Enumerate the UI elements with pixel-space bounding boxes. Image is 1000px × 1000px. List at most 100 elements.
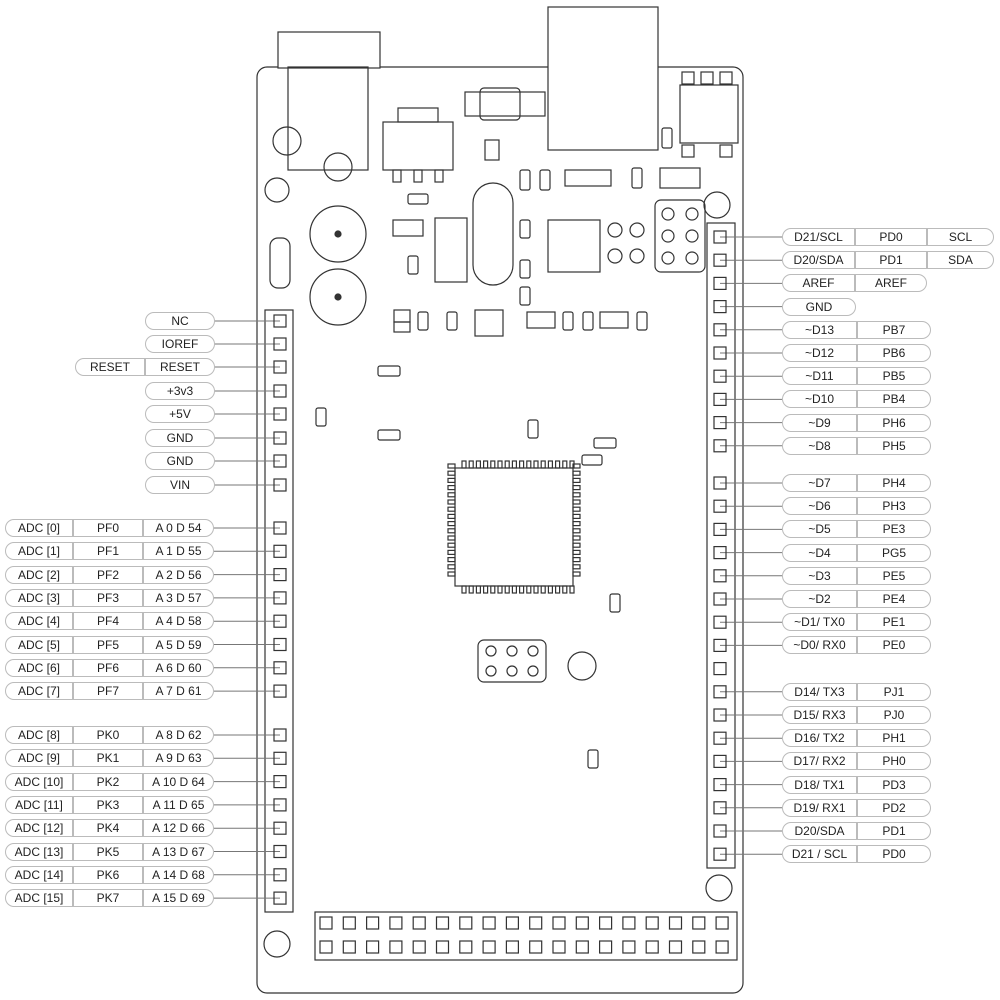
mcu-pin bbox=[572, 542, 581, 548]
pin-label-segment: PD0 bbox=[857, 845, 931, 864]
mcu-pin bbox=[447, 506, 456, 512]
left-header-pin bbox=[273, 407, 287, 421]
pin-label-segment: A 9 D 63 bbox=[143, 749, 214, 768]
header-pin bbox=[645, 916, 659, 930]
mcu-pin bbox=[540, 460, 546, 469]
pin-label-segment: A 1 D 55 bbox=[143, 542, 214, 561]
pin-label-segment: ADC [1] bbox=[5, 542, 73, 561]
mcu-pin bbox=[447, 470, 456, 476]
header-pin bbox=[389, 916, 403, 930]
left-header bbox=[264, 309, 294, 913]
pin-label-segment: A 7 D 61 bbox=[143, 682, 214, 701]
mcu-pin bbox=[511, 585, 518, 594]
mcu-pin bbox=[518, 585, 525, 594]
mcu-pin bbox=[475, 460, 481, 469]
pin-label-segment: PH0 bbox=[857, 752, 931, 771]
mcu-pin bbox=[562, 460, 568, 469]
header-pin bbox=[412, 916, 426, 930]
pin-label-segment: A 15 D 69 bbox=[143, 889, 214, 908]
mcu-pin bbox=[475, 585, 481, 594]
mcu-pin bbox=[572, 492, 581, 498]
right-header-pin bbox=[713, 346, 727, 360]
pin-label-segment: D20/SDA bbox=[782, 822, 857, 840]
pin-label-segment: GND bbox=[145, 452, 215, 470]
mcu-pin bbox=[572, 520, 581, 527]
header-pin bbox=[598, 916, 613, 930]
pin-label-segment: PJ0 bbox=[857, 706, 931, 724]
header-pin bbox=[598, 940, 613, 954]
left-pin-label: GND bbox=[145, 429, 215, 447]
right-header-pin bbox=[713, 731, 727, 745]
header-pin bbox=[622, 916, 636, 930]
mcu-pin bbox=[572, 556, 581, 563]
pin-label-segment: ~D6 bbox=[782, 497, 857, 516]
header-pin bbox=[529, 916, 543, 930]
microcontroller bbox=[454, 467, 574, 587]
pin-label-segment: +5V bbox=[145, 405, 215, 423]
mcu-pin bbox=[447, 485, 456, 491]
right-header-pin bbox=[713, 230, 727, 244]
mcu-pin bbox=[562, 585, 568, 594]
header-pin bbox=[435, 940, 450, 954]
mcu-pin bbox=[447, 492, 456, 498]
right-header-pin bbox=[713, 708, 727, 722]
pin-label-segment: ~D3 bbox=[782, 566, 857, 585]
mcu-pin bbox=[497, 585, 503, 594]
left-header-pin bbox=[273, 661, 287, 675]
icsp-header bbox=[477, 639, 547, 683]
capacitor bbox=[309, 268, 367, 326]
left-header-pin bbox=[273, 314, 287, 328]
mcu-pin bbox=[547, 585, 554, 594]
smd-components bbox=[315, 127, 701, 769]
mcu-pin bbox=[504, 585, 510, 594]
mcu-pin bbox=[526, 460, 532, 469]
header-pin bbox=[342, 940, 356, 954]
mcu-pin bbox=[490, 460, 496, 469]
right-header-pin bbox=[713, 661, 727, 676]
pin-label-segment: ADC [7] bbox=[5, 682, 73, 701]
pin-label-segment: ~D12 bbox=[782, 344, 857, 362]
pin-label-segment: PK6 bbox=[73, 865, 143, 884]
header-pin bbox=[552, 940, 566, 954]
pin-label-segment: PB6 bbox=[857, 344, 931, 362]
pin-label-segment: ADC [6] bbox=[5, 658, 73, 677]
mcu-pin bbox=[447, 535, 456, 541]
header-pin bbox=[459, 940, 473, 954]
pin-label-segment: ADC [10] bbox=[5, 772, 73, 791]
right-header-pin bbox=[713, 847, 727, 861]
left-header-pin bbox=[273, 774, 287, 789]
mcu-pin bbox=[533, 585, 539, 594]
right-header-pin bbox=[713, 801, 727, 815]
pin-label-segment: AREF bbox=[782, 274, 855, 293]
mcu-pin bbox=[569, 585, 575, 594]
mcu-pin bbox=[511, 460, 518, 469]
pin-label-segment: PH1 bbox=[857, 729, 931, 748]
left-header-pin bbox=[273, 384, 287, 398]
pin-label-segment: PE1 bbox=[857, 613, 931, 632]
header-pin bbox=[668, 940, 683, 954]
pin-label-segment: A 12 D 66 bbox=[143, 819, 214, 838]
pin-label-segment: ADC [2] bbox=[5, 565, 73, 584]
mcu-pin bbox=[533, 460, 539, 469]
pin-label-segment: PD2 bbox=[857, 798, 931, 817]
left-pin-label: +3v3 bbox=[145, 382, 215, 400]
pin-label-segment: PE4 bbox=[857, 590, 931, 608]
header-pin bbox=[505, 940, 519, 954]
pin-label-segment: ADC [11] bbox=[5, 795, 73, 814]
header-pin bbox=[575, 940, 589, 954]
left-header-pin bbox=[273, 798, 287, 812]
